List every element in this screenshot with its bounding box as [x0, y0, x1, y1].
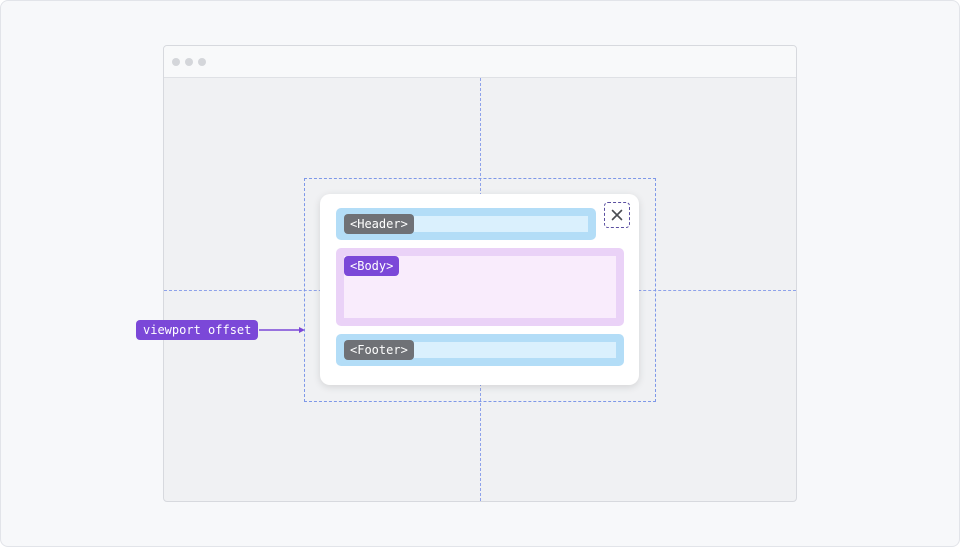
viewport-offset-label: viewport offset	[136, 320, 259, 340]
dialog-header: <Header>	[336, 208, 596, 240]
footer-content-placeholder	[414, 342, 616, 358]
dialog: <Header> <Body> <Footer>	[320, 194, 639, 385]
window-dot-icon	[198, 58, 206, 66]
header-tag: <Header>	[344, 214, 414, 234]
window-titlebar	[164, 46, 796, 78]
footer-tag: <Footer>	[344, 340, 414, 360]
body-tag: <Body>	[344, 256, 400, 276]
dialog-footer: <Footer>	[336, 334, 624, 366]
viewport-offset-box	[304, 178, 656, 402]
close-icon	[611, 209, 623, 221]
arrow-right-icon	[259, 327, 305, 333]
dialog-body: <Body>	[336, 248, 624, 326]
window-dot-icon	[172, 58, 180, 66]
window-dot-icon	[185, 58, 193, 66]
header-content-placeholder	[414, 216, 588, 232]
close-button[interactable]	[604, 202, 630, 228]
